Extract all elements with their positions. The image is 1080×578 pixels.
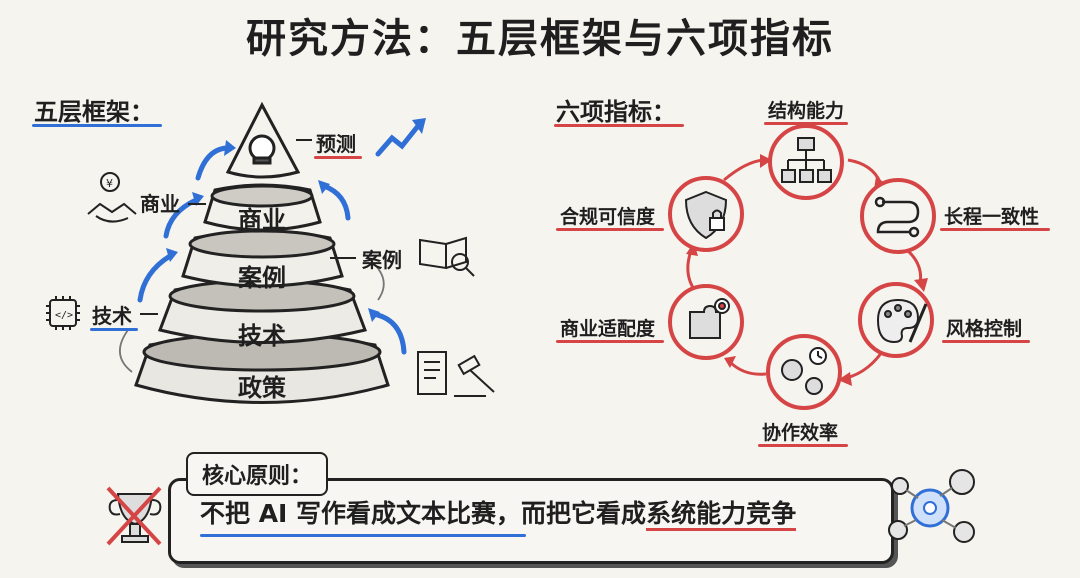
metrics-heading: 六项指标： bbox=[556, 98, 676, 126]
side-label-case: 案例 bbox=[362, 248, 402, 272]
layer-business-shape bbox=[203, 183, 322, 232]
page-title: 研究方法：五层框架与六项指标 bbox=[246, 16, 834, 62]
layer-predict-shape bbox=[225, 101, 301, 179]
label-connectors bbox=[140, 139, 356, 315]
principle-text-part1: 不把 AI 写作看成文本比赛，而把它看成 bbox=[200, 499, 647, 528]
layer-business: 商业 bbox=[238, 206, 286, 234]
trend-up-icon bbox=[375, 123, 421, 157]
layer-case: 案例 bbox=[238, 264, 286, 292]
hierarchy-icon bbox=[781, 137, 832, 183]
layer-policy-shape bbox=[134, 332, 390, 404]
shield-lock-icon bbox=[684, 190, 728, 240]
layer-tech: 技术 bbox=[238, 322, 286, 350]
puzzle-icon bbox=[689, 298, 730, 339]
framework-heading-underline bbox=[32, 124, 162, 127]
layer-policy: 政策 bbox=[238, 374, 286, 402]
principle-underline-blue bbox=[200, 534, 526, 537]
tech-underline bbox=[90, 328, 138, 331]
metric-consistency: 长程一致性 bbox=[944, 206, 1040, 228]
metric-business-fit-underline bbox=[556, 340, 664, 343]
metric-structure: 结构能力 bbox=[768, 100, 845, 122]
metric-compliance-underline bbox=[556, 228, 664, 231]
principle-tag: 核心原则： bbox=[186, 452, 329, 496]
handshake-icon bbox=[87, 172, 137, 223]
principle-box bbox=[168, 478, 894, 564]
network-gears-icon bbox=[888, 469, 975, 543]
principle-text-highlight: 系统能力竞争 bbox=[646, 499, 797, 531]
cross-mark-icon bbox=[106, 486, 162, 546]
metric-style: 风格控制 bbox=[946, 318, 1023, 340]
side-label-predict: 预测 bbox=[316, 132, 356, 156]
crossed-trophy-icon bbox=[108, 493, 162, 543]
chip-icon bbox=[46, 296, 80, 330]
predict-underline bbox=[314, 156, 362, 159]
ascend-arrowheads bbox=[166, 140, 380, 322]
side-label-business: 商业 bbox=[140, 192, 180, 216]
framework-heading: 五层框架： bbox=[34, 98, 154, 126]
document-gavel-icon bbox=[417, 351, 495, 397]
metric-compliance: 合规可信度 bbox=[560, 206, 656, 228]
metric-collaboration: 协作效率 bbox=[762, 422, 839, 444]
svg-text:¥: ¥ bbox=[106, 177, 113, 190]
svg-text:</>: </> bbox=[55, 310, 73, 321]
metric-collaboration-underline bbox=[758, 444, 848, 447]
book-search-icon bbox=[419, 236, 475, 277]
palette-icon bbox=[876, 298, 928, 344]
metric-style-underline bbox=[942, 340, 1030, 343]
metric-business-fit: 商业适配度 bbox=[560, 318, 656, 340]
gears-clock-icon bbox=[781, 347, 827, 395]
side-loop-arrows bbox=[119, 261, 385, 373]
metrics-heading-underline bbox=[554, 124, 684, 127]
metric-consistency-underline bbox=[940, 228, 1050, 231]
principle-text: 不把 AI 写作看成文本比赛，而把它看成系统能力竞争 bbox=[200, 494, 797, 531]
metric-structure-underline bbox=[764, 122, 848, 125]
side-label-tech: 技术 bbox=[92, 304, 132, 328]
ascend-arrows bbox=[137, 145, 407, 355]
path-icon bbox=[874, 196, 920, 238]
